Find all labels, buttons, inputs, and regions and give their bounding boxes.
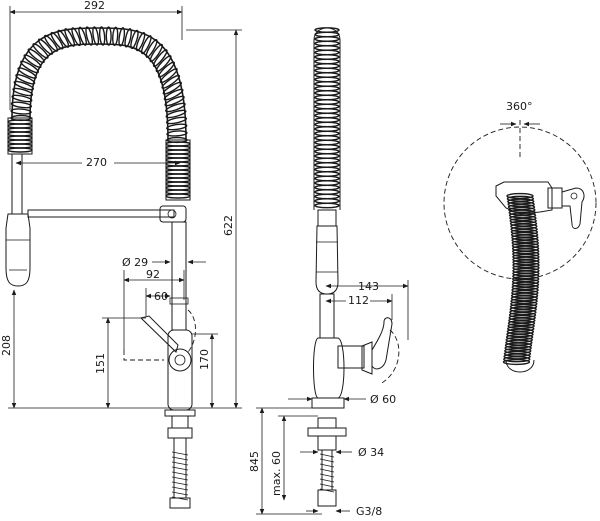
side-dimensions: 143 112 Ø 60 845 max. 60 Ø 34	[248, 280, 409, 518]
front-dimensions: 292 270 Ø 29 92 60 622 208	[0, 0, 242, 409]
dim-connection: G3/8	[356, 505, 382, 518]
top-handle	[495, 181, 585, 229]
dim-body-height: 170	[198, 349, 211, 370]
side-spray-head	[315, 209, 339, 295]
spout-arm	[27, 205, 187, 223]
dim-max-counter: max. 60	[270, 451, 283, 496]
mounting-hardware	[167, 415, 193, 509]
dim-side-reach-inner: 112	[348, 294, 369, 307]
top-spring-coil	[502, 192, 540, 366]
dim-hose-diameter: Ø 29	[122, 256, 148, 269]
rotation-circle	[443, 126, 597, 280]
dim-side-reach-outer: 143	[358, 280, 379, 293]
lever-handle	[123, 309, 196, 361]
faucet-body	[164, 329, 196, 417]
dim-base-diameter: Ø 60	[370, 393, 396, 406]
side-spring-coil	[313, 27, 341, 210]
column	[169, 221, 189, 331]
dim-lever-height: 151	[94, 353, 107, 374]
spray-head	[5, 153, 31, 287]
dim-body-reach: 60	[154, 290, 168, 303]
dim-overall-height: 622	[222, 215, 235, 236]
dim-spout-height: 208	[0, 335, 13, 356]
front-view: 292 270 Ø 29 92 60 622 208	[0, 0, 242, 509]
front-spring-coil	[7, 26, 191, 201]
dim-rotation: 360°	[506, 100, 533, 113]
side-mounting	[307, 417, 347, 507]
dim-lever-reach: 92	[146, 268, 160, 281]
side-body	[311, 317, 400, 409]
dim-hole-diameter: Ø 34	[358, 446, 384, 459]
dim-counter-thickness: 845	[248, 451, 261, 472]
dim-overall-width: 292	[84, 0, 105, 12]
top-view: 360°	[443, 100, 597, 373]
side-view: 143 112 Ø 60 845 max. 60 Ø 34	[248, 27, 409, 518]
dim-spout-reach: 270	[86, 156, 107, 169]
